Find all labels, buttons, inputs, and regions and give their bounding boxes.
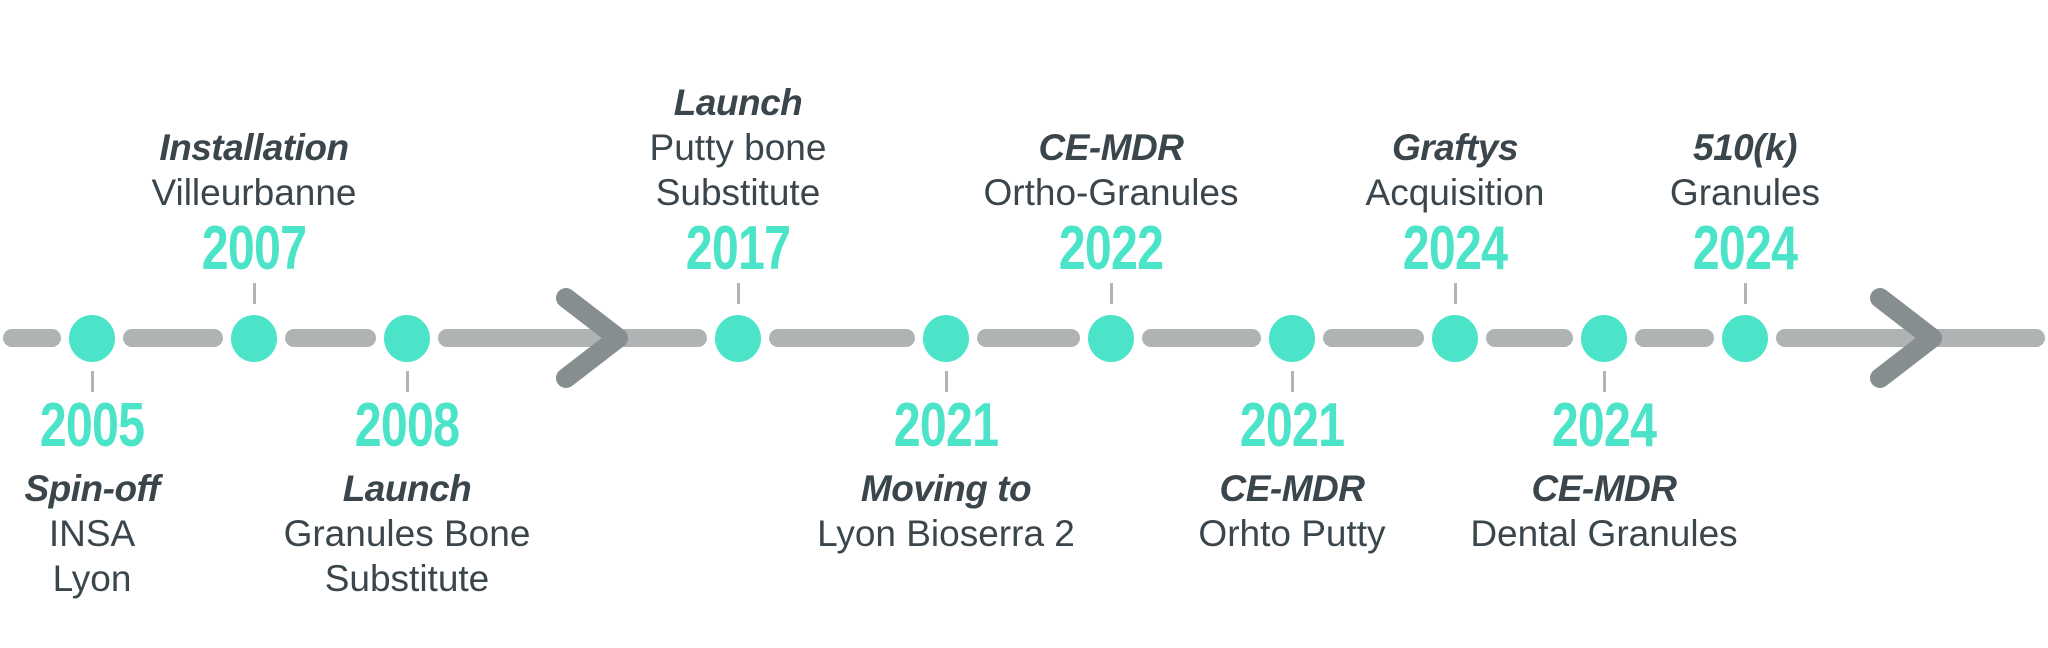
event-title: Launch	[342, 468, 472, 509]
event-subtitle-line: Orhto Putty	[1198, 513, 1386, 554]
event-year: 2024	[1692, 214, 1798, 283]
timeline-tick	[944, 371, 948, 392]
event-year: 2021	[1239, 391, 1345, 460]
timeline-line-segment	[438, 329, 707, 347]
timeline-line-segment	[1635, 329, 1714, 347]
event-year: 2008	[354, 391, 460, 460]
timeline-dot	[1432, 315, 1478, 362]
event-subtitle-line: Lyon	[52, 558, 132, 599]
event-subtitle-line: INSA	[48, 513, 136, 554]
event-title: CE-MDR	[1531, 468, 1677, 509]
event-year: 2022	[1058, 214, 1164, 283]
timeline-dot	[231, 315, 277, 362]
event-title: Moving to	[860, 468, 1032, 509]
event-subtitle-line: Granules	[1669, 172, 1821, 213]
event-subtitle-line: Villeurbanne	[151, 172, 357, 213]
event-year: 2005	[39, 391, 145, 460]
timeline-tick	[1290, 371, 1294, 392]
timeline-line-segment	[769, 329, 915, 347]
timeline-dot	[1722, 315, 1768, 362]
timeline-dot	[384, 315, 430, 362]
event-year: 2024	[1551, 391, 1657, 460]
timeline-tick	[90, 371, 94, 392]
timeline-tick	[1109, 283, 1113, 304]
event-title: CE-MDR	[1219, 468, 1365, 509]
timeline-dot	[69, 315, 115, 362]
timeline-line-segment	[1776, 329, 2045, 347]
timeline-dot	[1088, 315, 1134, 362]
timeline-tick	[252, 283, 256, 304]
event-subtitle-line: Acquisition	[1365, 172, 1545, 213]
timeline-line-segment	[123, 329, 223, 347]
timeline-tick	[736, 283, 740, 304]
event-title: Graftys	[1391, 127, 1519, 168]
event-subtitle-line: Granules Bone	[283, 513, 531, 554]
event-title: Installation	[159, 127, 349, 168]
event-subtitle-line: Substitute	[324, 558, 490, 599]
timeline-tick	[1602, 371, 1606, 392]
timeline-line-segment	[977, 329, 1080, 347]
timeline-line-segment	[1323, 329, 1424, 347]
timeline-dot	[1581, 315, 1627, 362]
timeline-line-segment	[3, 329, 61, 347]
arrow-right-icon	[1870, 288, 1942, 388]
event-year: 2024	[1402, 214, 1508, 283]
event-subtitle-line: Ortho-Granules	[983, 172, 1239, 213]
arrow-right-icon	[556, 288, 628, 388]
event-subtitle-line: Lyon Bioserra 2	[817, 513, 1075, 554]
event-subtitle-line: Dental Granules	[1470, 513, 1738, 554]
event-title: 510(k)	[1693, 127, 1797, 168]
timeline-line-segment	[285, 329, 376, 347]
timeline-tick	[405, 371, 409, 392]
timeline-dot	[1269, 315, 1315, 362]
timeline-tick	[1453, 283, 1457, 304]
timeline-line-segment	[1142, 329, 1261, 347]
event-title: CE-MDR	[1038, 127, 1184, 168]
event-year: 2017	[685, 214, 791, 283]
event-subtitle-line: Putty bone	[649, 127, 827, 168]
event-title: Launch	[673, 82, 803, 123]
timeline-line-segment	[1486, 329, 1573, 347]
event-title: Spin-off	[24, 468, 160, 509]
event-year: 2007	[201, 214, 307, 283]
event-year: 2021	[893, 391, 999, 460]
timeline-tick	[1743, 283, 1747, 304]
timeline-dot	[715, 315, 761, 362]
event-subtitle-line: Substitute	[655, 172, 821, 213]
timeline-dot	[923, 315, 969, 362]
